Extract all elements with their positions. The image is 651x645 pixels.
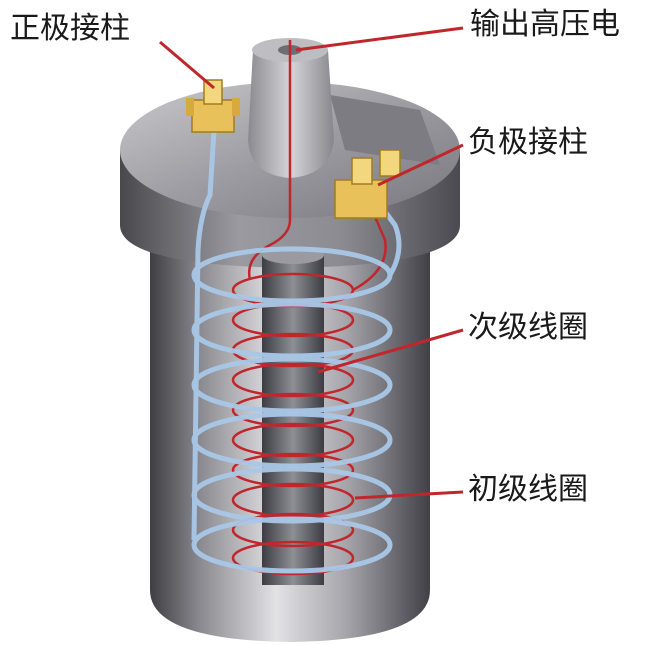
label-positive-terminal: 正极接柱 [10,11,130,46]
negative-terminal [334,149,401,219]
leader-positive-terminal [159,40,215,90]
iron-core [262,246,324,585]
label-primary-coil: 初级线圈 [468,472,588,507]
label-negative-terminal: 负极接柱 [468,125,588,160]
leader-high-voltage [295,26,464,52]
leader-negative-terminal [377,143,464,187]
leader-lines [159,26,464,500]
label-high-voltage-output: 输出高压电 [470,7,620,42]
positive-terminal [186,79,240,133]
label-secondary-coil: 次级线圈 [468,310,588,345]
leader-secondary-coil [317,328,464,374]
primary-coil-windings [191,129,402,574]
leader-primary-coil [354,490,464,500]
